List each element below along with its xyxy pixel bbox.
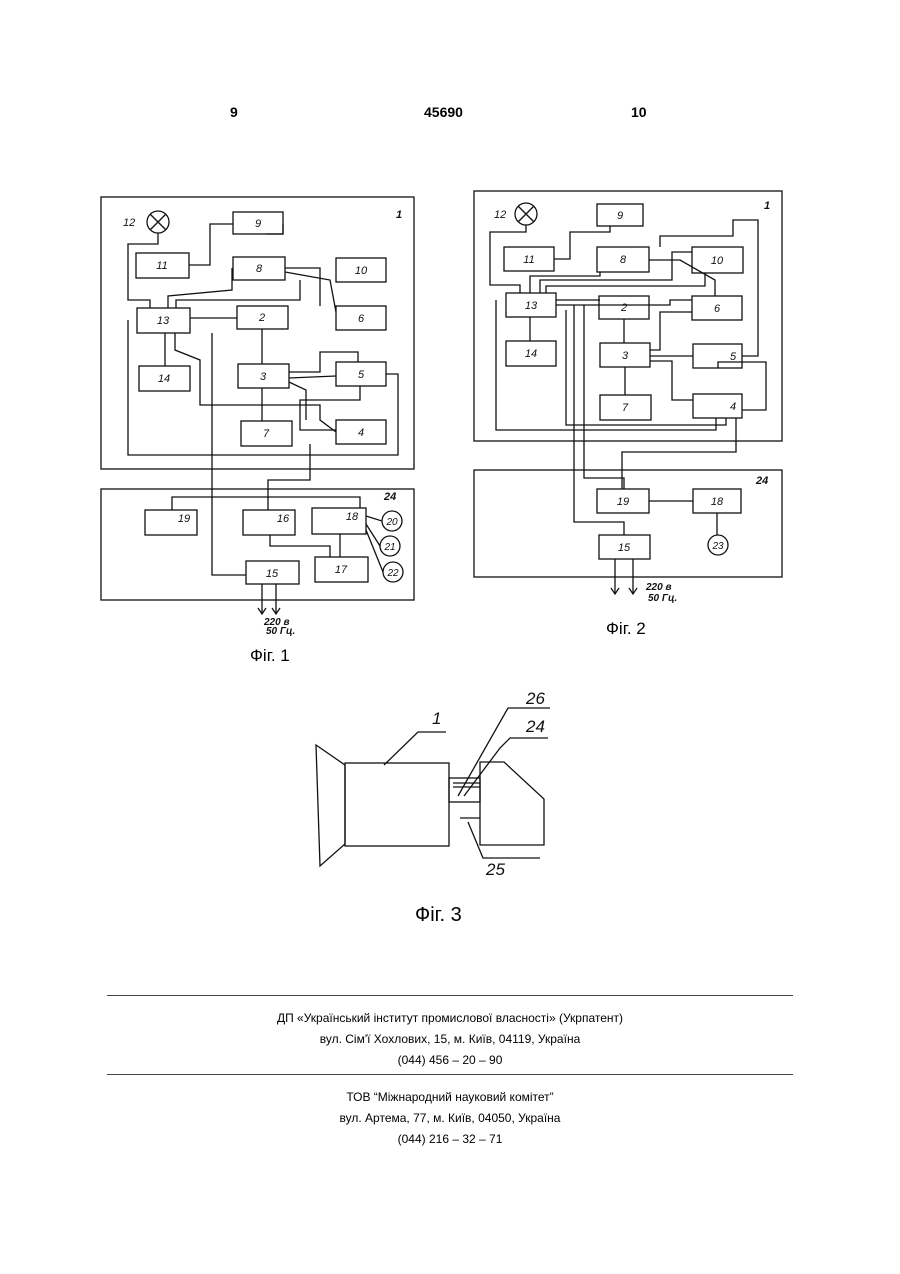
- fig1-label-9: 9: [255, 218, 261, 230]
- fig1-circle-label-20: 20: [385, 517, 398, 528]
- fig1-label-4: 4: [358, 427, 364, 439]
- fig2-power-label-voltage: 220 в: [645, 582, 672, 593]
- fig1-label-18: 18: [346, 511, 359, 523]
- fig1-label-13: 13: [157, 315, 170, 327]
- fig1-label-19: 19: [178, 513, 190, 525]
- fig1-label-14: 14: [158, 373, 170, 385]
- fig2-label-9: 9: [617, 210, 623, 222]
- fig2-label-10: 10: [711, 255, 724, 267]
- fig3-block-1: [345, 763, 449, 846]
- fig2-label-11: 11: [523, 254, 534, 266]
- footer-printer: ТОВ “Міжнародний науковий комітет” вул. …: [0, 1090, 900, 1153]
- fig2-label-18: 18: [711, 496, 724, 508]
- fig1-label-11: 11: [156, 260, 167, 272]
- fig1-label-10: 10: [355, 265, 368, 277]
- publisher-name: ДП «Український інститут промислової вла…: [0, 1011, 900, 1032]
- fig3-block-24: [480, 762, 544, 845]
- fig2-lamp-label: 12: [494, 209, 506, 221]
- footer-publisher: ДП «Український інститут промислової вла…: [0, 1011, 900, 1074]
- fig1-label-6: 6: [358, 313, 365, 325]
- printer-phone: (044) 216 – 32 – 71: [0, 1132, 900, 1153]
- fig2-label-2: 2: [620, 302, 627, 314]
- fig2-label-3: 3: [622, 350, 629, 362]
- publisher-phone: (044) 456 – 20 – 90: [0, 1053, 900, 1074]
- printer-name: ТОВ “Міжнародний науковий комітет”: [0, 1090, 900, 1111]
- fig1-label-15: 15: [266, 568, 279, 580]
- fig3-monitor-screen: [316, 745, 345, 866]
- fig1-label-2: 2: [258, 312, 265, 324]
- fig2-diagram: [474, 191, 782, 594]
- fig1-label-8: 8: [256, 263, 263, 275]
- fig2-caption: Фіг. 2: [606, 619, 646, 639]
- fig1-label-17: 17: [335, 564, 348, 576]
- footer-divider-top: [107, 995, 793, 996]
- fig1-label-16: 16: [277, 513, 290, 525]
- fig2-frame-bottom: [474, 470, 782, 577]
- fig2-label-6: 6: [714, 303, 721, 315]
- fig2-circle-label-23: 23: [711, 541, 724, 552]
- patent-drawings: 1 24 12 9 11 8 10 13 2 6 14 3 5 7 4 19 1…: [0, 0, 900, 960]
- fig1-lamp-label: 12: [123, 217, 135, 229]
- fig2-label-7: 7: [622, 402, 629, 414]
- fig2-label-5: 5: [730, 351, 737, 363]
- fig2-frame-label-1: 1: [764, 200, 770, 212]
- fig3-label-26: 26: [525, 689, 545, 708]
- fig1-frame-bottom: [101, 489, 414, 600]
- fig3-caption: Фіг. 3: [415, 904, 462, 927]
- fig2-power-label-freq: 50 Гц.: [648, 593, 677, 604]
- printer-address: вул. Артема, 77, м. Київ, 04050, Україна: [0, 1111, 900, 1132]
- fig1-circle-label-22: 22: [386, 568, 399, 579]
- fig3-label-25: 25: [485, 860, 505, 879]
- publisher-address: вул. Сім'ї Хохлових, 15, м. Київ, 04119,…: [0, 1032, 900, 1053]
- fig1-power-label-freq: 50 Гц.: [266, 626, 295, 637]
- fig1-frame-label-1: 1: [396, 209, 402, 221]
- fig2-label-19: 19: [617, 496, 629, 508]
- fig3-label-1: 1: [432, 709, 441, 728]
- fig2-label-15: 15: [618, 542, 631, 554]
- fig2-label-13: 13: [525, 300, 538, 312]
- fig2-label-8: 8: [620, 254, 627, 266]
- fig1-label-3: 3: [260, 371, 267, 383]
- fig1-circle-label-21: 21: [383, 542, 395, 553]
- fig1-frame-label-24: 24: [383, 491, 396, 503]
- fig2-frame-label-24: 24: [755, 475, 768, 487]
- fig1-caption: Фіг. 1: [250, 646, 290, 666]
- fig1-diagram: [101, 197, 414, 614]
- fig3-diagram: [316, 708, 550, 866]
- footer-divider-middle: [107, 1074, 793, 1075]
- fig1-label-7: 7: [263, 428, 270, 440]
- fig2-label-14: 14: [525, 348, 537, 360]
- fig2-label-4: 4: [730, 401, 736, 413]
- fig1-label-5: 5: [358, 369, 365, 381]
- fig3-label-24: 24: [525, 717, 545, 736]
